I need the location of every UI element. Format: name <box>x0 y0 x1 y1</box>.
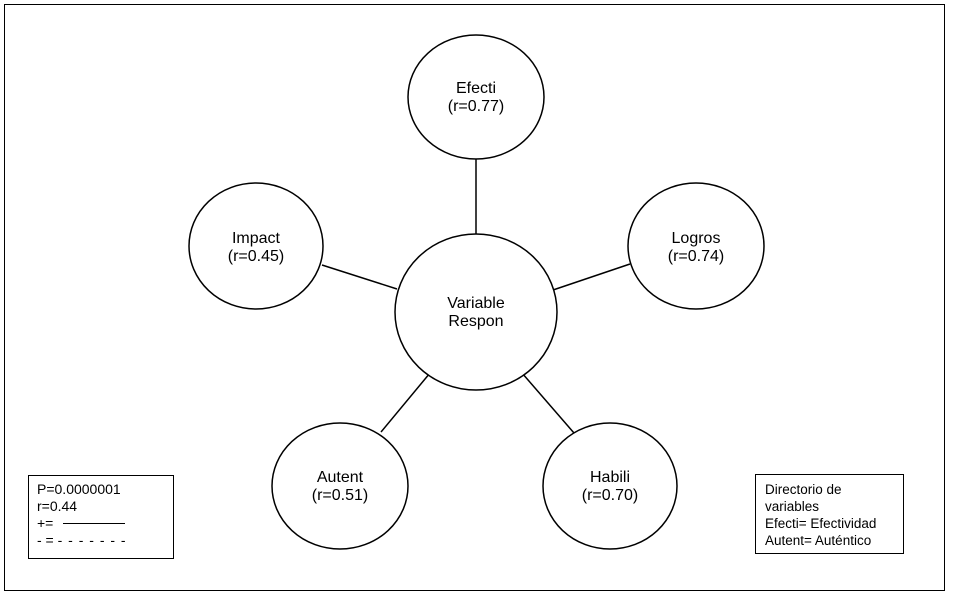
node-logros: Logros (r=0.74) <box>627 182 765 310</box>
diagram-frame <box>4 4 945 591</box>
node-impact: Impact (r=0.45) <box>188 182 324 310</box>
positive-legend-label: += <box>37 515 54 531</box>
p-value: P=0.0000001 <box>37 481 121 497</box>
node-autent-r: (r=0.51) <box>312 487 368 504</box>
node-logros-name: Logros <box>672 230 721 247</box>
node-habili-name: Habili <box>590 469 630 486</box>
stats-legend: P=0.0000001 r=0.44 += - = - - - - - - - <box>28 475 174 559</box>
center-label-line1: Variable <box>447 295 505 312</box>
positive-legend-row: += <box>37 515 165 532</box>
node-center: Variable Respon <box>394 233 558 391</box>
directory-title-line2: variables <box>765 499 820 514</box>
dashed-line-sample: - - - - - - - <box>57 532 127 548</box>
node-impact-name: Impact <box>232 230 281 247</box>
node-efecti-name: Efecti <box>456 80 496 97</box>
negative-legend-row: - = - - - - - - - <box>37 532 165 549</box>
node-habili-r: (r=0.70) <box>582 487 638 504</box>
solid-line-sample <box>63 522 126 524</box>
connector-impact <box>321 264 398 290</box>
node-efecti: Efecti (r=0.77) <box>407 34 545 160</box>
directory-entry-efecti: Efecti= Efectividad <box>765 516 877 531</box>
node-efecti-r: (r=0.77) <box>448 98 504 115</box>
node-habili: Habili (r=0.70) <box>542 422 678 550</box>
node-logros-r: (r=0.74) <box>668 248 724 265</box>
negative-legend-label: - = <box>37 532 54 548</box>
node-impact-r: (r=0.45) <box>228 248 284 265</box>
center-label-line2: Respon <box>448 313 503 330</box>
connector-logros <box>552 263 631 291</box>
directory-title-line1: Directorio de <box>765 482 842 497</box>
variable-directory: Directorio de variables Efecti= Efectivi… <box>755 474 904 554</box>
node-autent: Autent (r=0.51) <box>271 422 409 550</box>
node-autent-name: Autent <box>317 469 364 486</box>
directory-entry-autent: Autent= Auténtico <box>765 533 872 548</box>
connector-autent <box>380 372 431 433</box>
connector-habili <box>521 372 575 434</box>
r-value: r=0.44 <box>37 498 78 514</box>
connector-lines <box>321 157 631 434</box>
